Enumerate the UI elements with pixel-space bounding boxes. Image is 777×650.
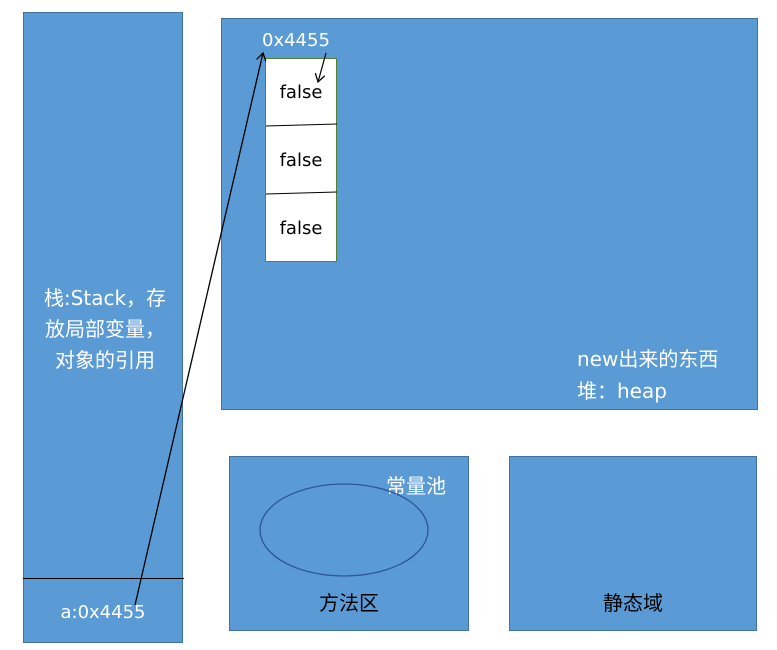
array-cell: false (279, 82, 323, 103)
array-cell-divider (265, 191, 338, 195)
array-cell: false (279, 150, 323, 171)
method-area-label: 方法区 (319, 591, 379, 615)
array-cell: false (279, 218, 323, 239)
stack-divider (23, 578, 184, 579)
stack-label-line: 放局部变量， (45, 317, 165, 341)
boolean-array: false false false (265, 58, 337, 262)
static-area-label: 静态域 (603, 591, 663, 615)
method-area-region (229, 456, 469, 631)
heap-address-label: 0x4455 (262, 30, 330, 51)
array-cell-divider (265, 123, 338, 127)
heap-note-line: new出来的东西 (577, 347, 719, 371)
stack-label: 栈:Stack，存 放局部变量， 对象的引用 (30, 283, 180, 376)
constant-pool-ellipse (259, 483, 429, 577)
address-arrow (318, 52, 327, 82)
reference-arrow (134, 53, 263, 606)
stack-label-line: 对象的引用 (55, 348, 155, 372)
stack-reference: a:0x4455 (60, 602, 146, 623)
stack-region (23, 12, 183, 643)
stack-label-line: 栈:Stack，存 (43, 286, 167, 310)
static-area-region (509, 456, 757, 631)
heap-title: 堆：heap (577, 379, 667, 403)
